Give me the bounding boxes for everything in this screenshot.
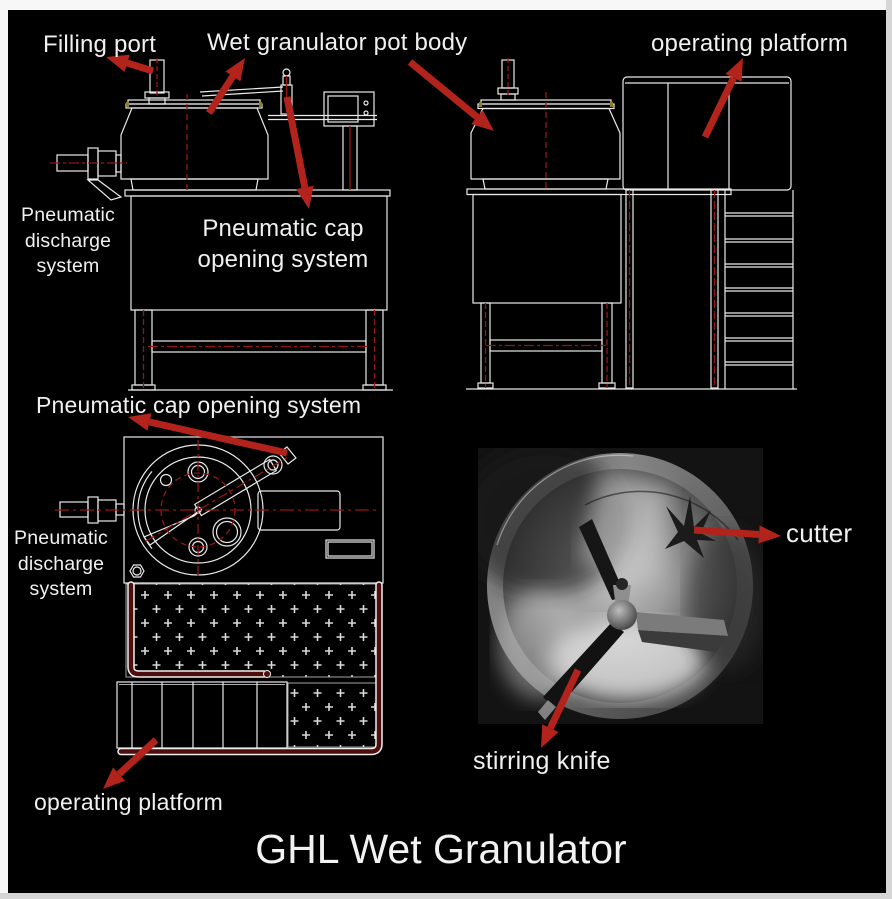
arrow-pot-body-left	[206, 58, 245, 115]
label-line: Pneumatic cap	[202, 215, 364, 242]
side-view-centerlines	[50, 58, 376, 388]
label-pot-body: Wet granulator pot body	[207, 29, 468, 56]
label-line: discharge	[24, 229, 112, 252]
impeller-hub	[607, 578, 637, 630]
front-view-centerlines	[484, 58, 716, 388]
checker-plate-deck	[125, 583, 382, 678]
cutter-blade	[665, 496, 716, 558]
arrow-operating-platform-top	[701, 58, 743, 139]
page-title: GHL Wet Granulator	[255, 826, 627, 872]
label-operating-platform-top: operating platform	[651, 30, 849, 57]
plan-hex-bolt	[129, 564, 145, 578]
label-line: Pneumatic	[14, 527, 108, 549]
plan-operating-platform	[116, 681, 288, 749]
lid-clamp-front-right	[610, 102, 613, 107]
frame-edge-top	[0, 0, 892, 10]
label-operating-platform-bottom: operating platform	[34, 789, 223, 815]
label-line: discharge	[17, 552, 105, 575]
plan-maroon-tubes	[117, 581, 383, 756]
control-panel	[323, 91, 375, 191]
label-line: system	[29, 578, 93, 601]
lid-clamp-left	[126, 102, 129, 107]
pot-body	[120, 107, 269, 191]
cap-opening-cylinder	[199, 68, 377, 121]
operating-platform-cabinet	[622, 76, 792, 389]
arrow-cap-system-side	[283, 96, 314, 209]
stirring-knife-blades	[538, 519, 728, 720]
arrow-cap-system-plan	[128, 413, 288, 457]
arrow-cutter	[693, 525, 781, 544]
lid-clamp-front-left	[479, 102, 482, 107]
machine-base-front	[466, 188, 797, 390]
pot-interior-photo	[478, 448, 763, 724]
frame-edge-left	[0, 0, 8, 899]
label-pneumatic-cap-plan: Pneumatic cap opening system	[36, 392, 362, 418]
lid-clamp-right	[259, 102, 262, 107]
label-filling-port: Filling port	[43, 31, 157, 58]
frame-edge-right	[886, 0, 892, 899]
label-line: opening system	[197, 245, 369, 273]
label-line: system	[36, 255, 100, 278]
discharge-pipe	[56, 147, 123, 201]
plan-view-centerlines	[55, 440, 380, 580]
arrow-pot-body-right	[407, 59, 494, 131]
checker-plate-lower	[287, 682, 380, 748]
arrow-operating-platform-bottom	[103, 737, 159, 789]
label-pneumatic-discharge-top: Pneumatic discharge system	[18, 203, 118, 280]
front-view-drawing	[466, 59, 797, 390]
platform-ladder	[724, 190, 794, 389]
label-stirring-knife: stirring knife	[473, 747, 611, 775]
label-pneumatic-discharge-bottom: Pneumatic discharge system	[8, 526, 114, 603]
cap-opening-arm	[143, 446, 297, 546]
arrow-filling-port	[106, 54, 155, 75]
label-line: Pneumatic	[21, 204, 115, 226]
pot-lid	[125, 99, 263, 109]
plan-view-drawing	[59, 436, 384, 749]
label-pneumatic-cap-side: Pneumatic cap opening system	[197, 214, 369, 275]
plan-small-box	[325, 539, 375, 559]
machine-base	[124, 189, 393, 391]
label-cutter: cutter	[786, 518, 853, 548]
arrow-stirring-knife	[541, 668, 582, 748]
annotation-arrows	[103, 54, 781, 789]
frame-edge-bottom	[0, 893, 892, 899]
